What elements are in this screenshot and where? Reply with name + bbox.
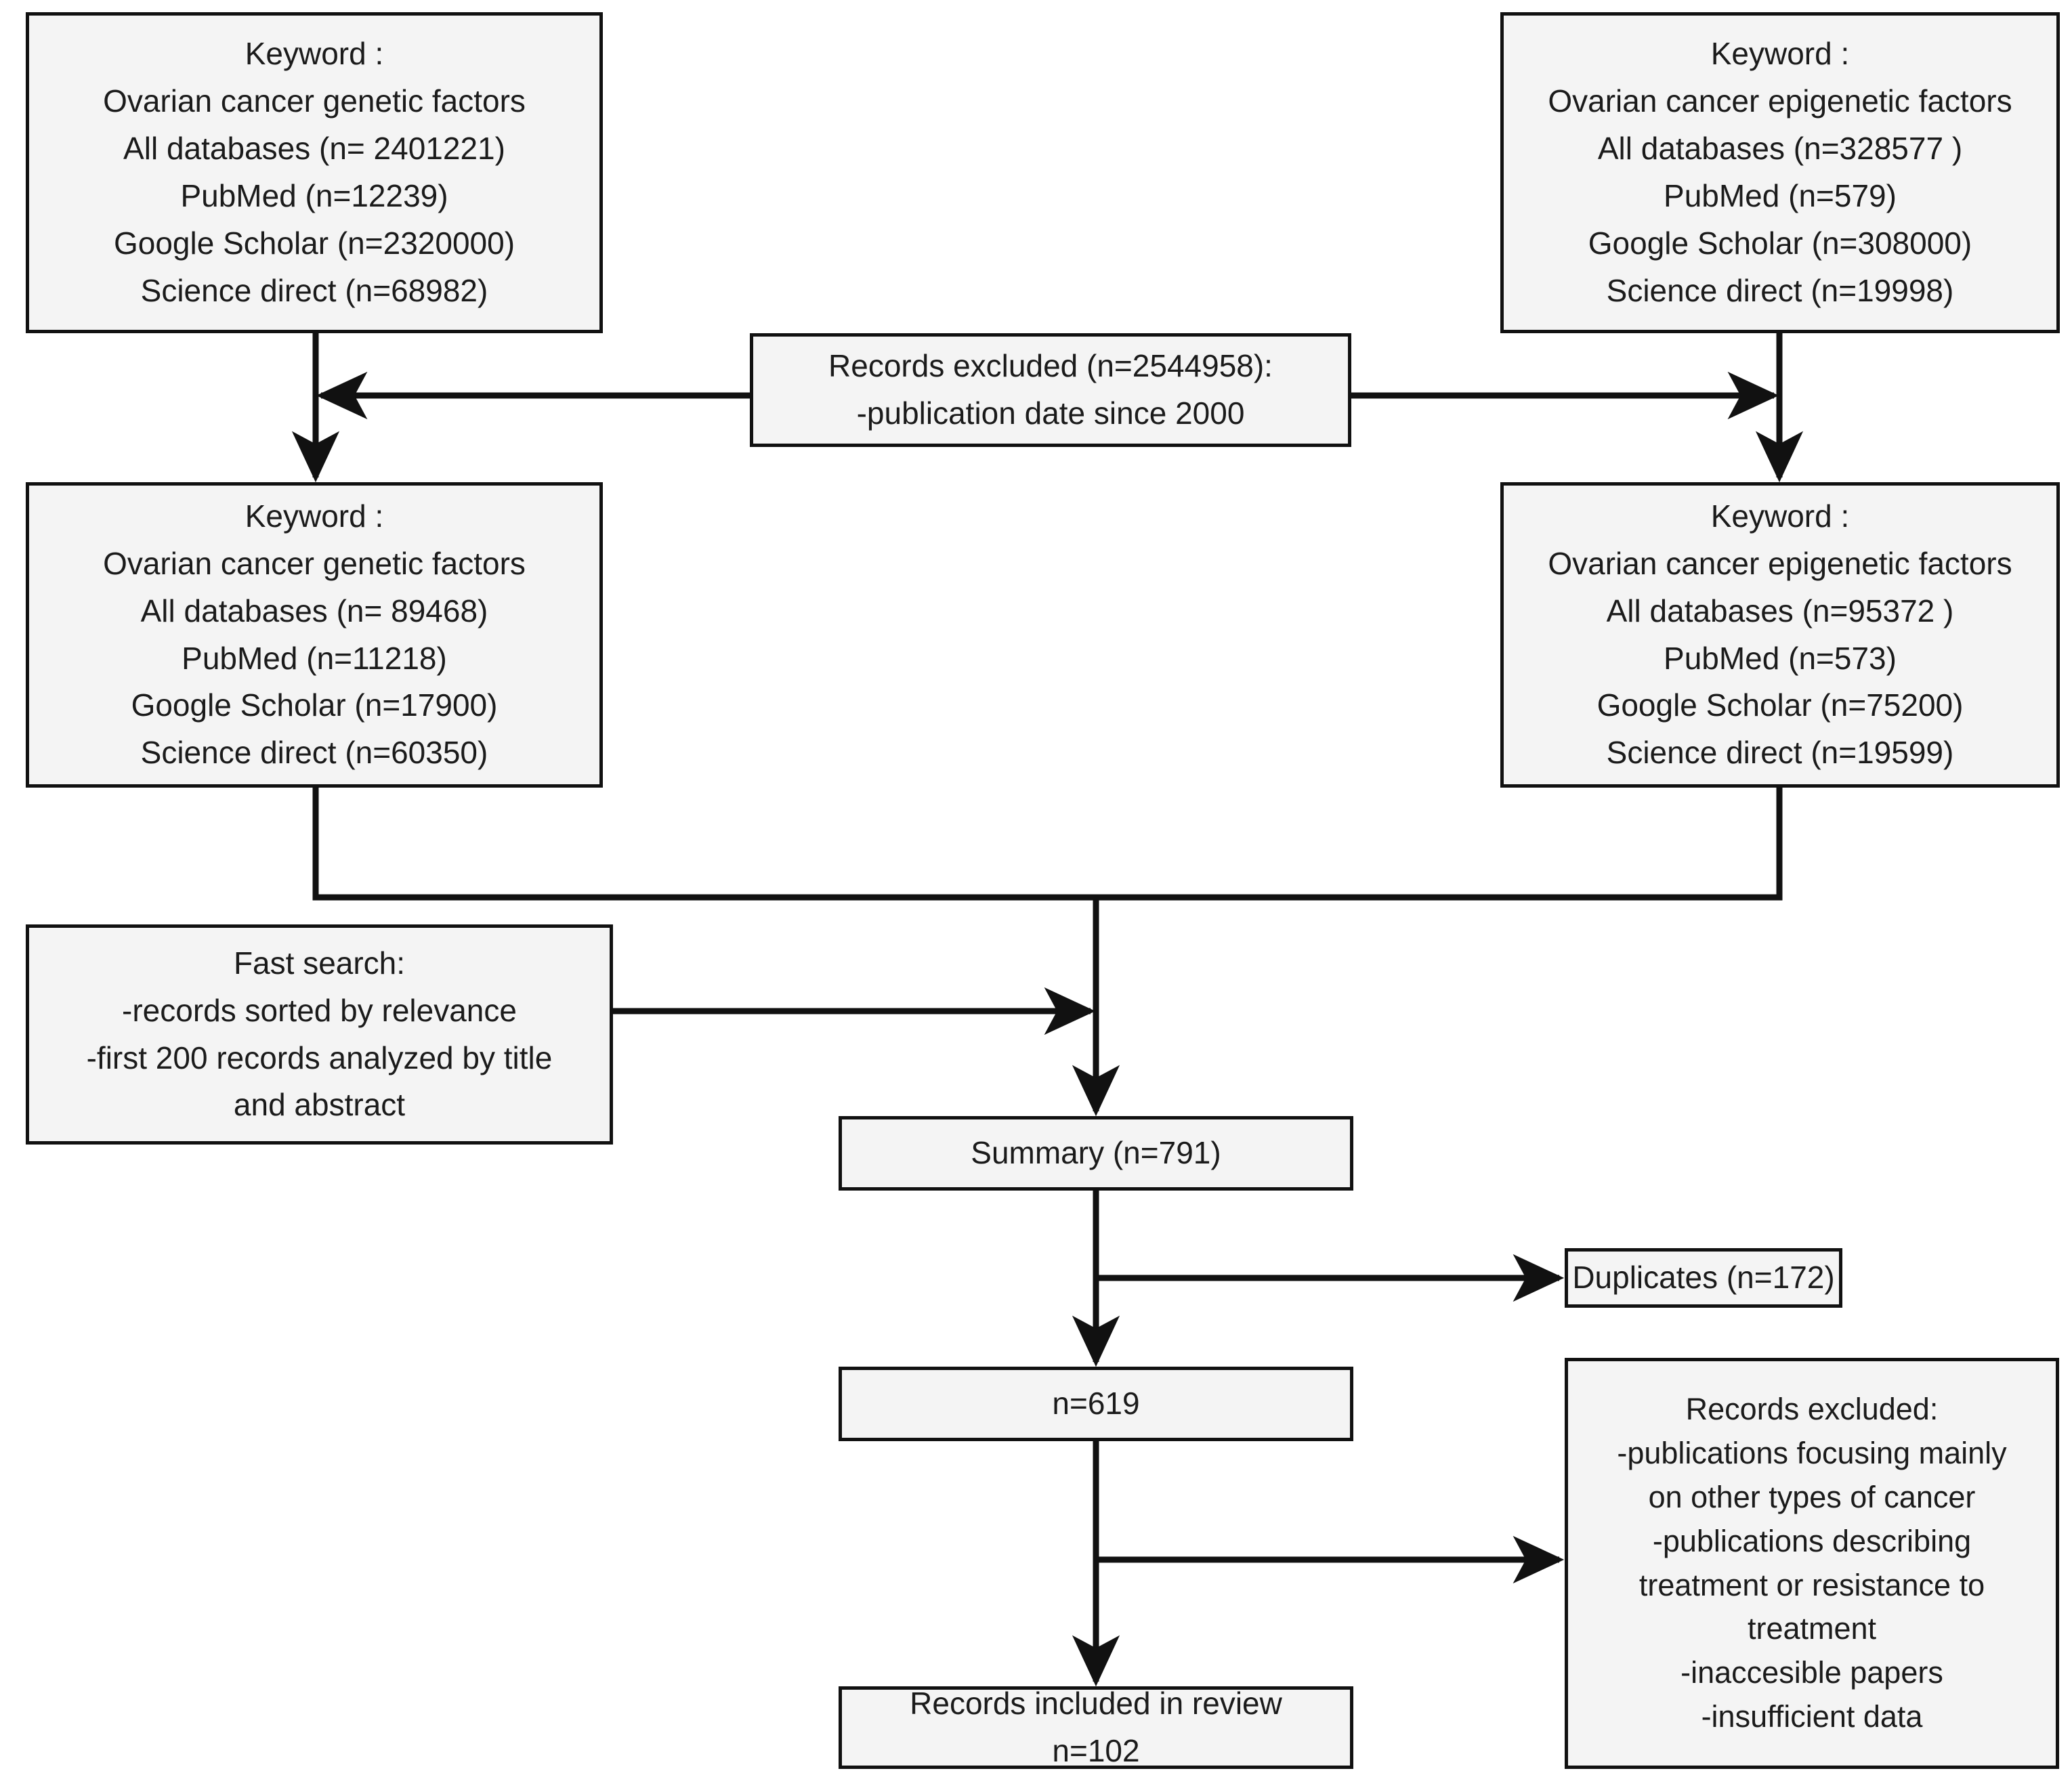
box-line: All databases (n= 2401221)	[123, 131, 505, 167]
box-line: Records excluded (n=2544958):	[828, 348, 1273, 384]
box-epigenetic-filtered-search: Keyword : Ovarian cancer epigenetic fact…	[1500, 482, 2060, 788]
box-line: Ovarian cancer epigenetic factors	[1548, 83, 2012, 119]
box-line: All databases (n=328577 )	[1597, 131, 1963, 167]
box-line: All databases (n= 89468)	[140, 593, 488, 628]
box-line: -inaccesible papers	[1680, 1655, 1943, 1690]
box-line: Summary (n=791)	[971, 1135, 1221, 1171]
box-line: All databases (n=95372 )	[1606, 593, 1954, 628]
box-line: Keyword :	[245, 36, 384, 72]
box-records-excluded-criteria: Records excluded: -publications focusing…	[1565, 1358, 2059, 1769]
box-line: Duplicates (n=172)	[1572, 1260, 1835, 1296]
box-records-excluded-by-date: Records excluded (n=2544958): -publicati…	[750, 333, 1351, 447]
box-line: -publications describing	[1652, 1523, 1972, 1558]
box-genetic-initial-search: Keyword : Ovarian cancer genetic factors…	[26, 12, 603, 333]
box-records-after-duplicates: n=619	[839, 1367, 1353, 1441]
box-line: Keyword :	[1710, 36, 1850, 72]
box-duplicates: Duplicates (n=172)	[1565, 1248, 1842, 1308]
connector-filtered-merge-bar	[312, 788, 1783, 901]
box-genetic-filtered-search: Keyword : Ovarian cancer genetic factors…	[26, 482, 603, 788]
box-line: Ovarian cancer genetic factors	[103, 545, 526, 581]
box-epigenetic-initial-search: Keyword : Ovarian cancer epigenetic fact…	[1500, 12, 2060, 333]
box-line: Science direct (n=60350)	[140, 735, 488, 771]
box-line: Keyword :	[245, 498, 384, 534]
box-line: Records included in review	[910, 1686, 1282, 1722]
box-line: and abstract	[233, 1087, 406, 1123]
box-line: Records excluded:	[1685, 1392, 1939, 1427]
box-line: PubMed (n=12239)	[180, 178, 448, 213]
box-line: Google Scholar (n=2320000)	[113, 225, 515, 261]
box-line: Ovarian cancer genetic factors	[103, 83, 526, 119]
box-line: -first 200 records analyzed by title	[86, 1040, 553, 1075]
box-line: -records sorted by relevance	[122, 992, 517, 1028]
box-line: PubMed (n=11218)	[182, 640, 447, 676]
box-records-included-in-review: Records included in review n=102	[839, 1686, 1353, 1769]
box-line: Fast search:	[233, 945, 406, 981]
box-line: n=619	[1052, 1386, 1140, 1422]
box-line: Science direct (n=19599)	[1606, 735, 1954, 771]
box-line: treatment	[1747, 1611, 1877, 1646]
box-line: PubMed (n=573)	[1664, 640, 1897, 676]
box-summary: Summary (n=791)	[839, 1116, 1353, 1191]
box-line: Ovarian cancer epigenetic factors	[1548, 545, 2012, 581]
box-line: -insufficient data	[1701, 1699, 1923, 1734]
box-line: -publications focusing mainly	[1617, 1436, 2007, 1471]
box-line: PubMed (n=579)	[1664, 178, 1897, 213]
box-line: Keyword :	[1710, 498, 1850, 534]
box-line: Science direct (n=19998)	[1606, 272, 1954, 308]
box-line: on other types of cancer	[1648, 1479, 1976, 1514]
box-line: Google Scholar (n=308000)	[1588, 225, 1972, 261]
box-line: -publication date since 2000	[856, 396, 1245, 431]
box-line: n=102	[1052, 1733, 1140, 1768]
box-line: treatment or resistance to	[1638, 1567, 1985, 1602]
box-fast-search: Fast search: -records sorted by relevanc…	[26, 924, 613, 1145]
box-line: Google Scholar (n=17900)	[131, 687, 498, 723]
box-line: Science direct (n=68982)	[140, 272, 488, 308]
box-line: Google Scholar (n=75200)	[1597, 687, 1964, 723]
